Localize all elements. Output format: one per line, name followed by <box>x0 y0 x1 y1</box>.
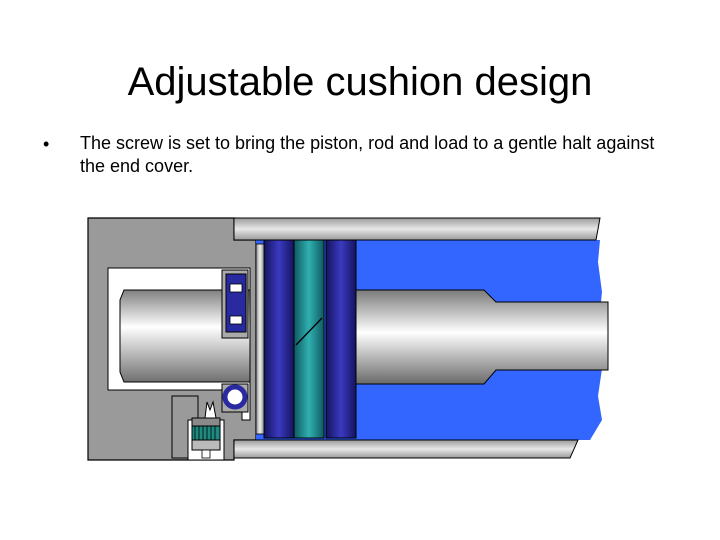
screw-thread <box>191 425 221 441</box>
cushion-diagram <box>87 217 609 461</box>
bullet-text: The screw is set to bring the piston, ro… <box>80 133 655 176</box>
piston-wear-band <box>293 239 325 439</box>
cylinder-tube-top <box>233 217 601 241</box>
screw-thread-lines <box>194 426 216 440</box>
piston-seal-right <box>325 239 357 439</box>
screw-head <box>191 417 221 427</box>
piston-split-line <box>295 317 323 346</box>
check-ring-seal <box>222 384 248 410</box>
screw-seat-slot <box>201 449 211 459</box>
cylinder-tube-bottom <box>233 439 579 459</box>
piston-seal-left <box>263 239 295 439</box>
cushion-seal-slot-2 <box>229 315 243 325</box>
cushion-boss <box>119 289 251 383</box>
screw-seat <box>191 439 221 451</box>
piston-rod <box>353 289 609 385</box>
cushion-seal-slot-1 <box>229 283 243 293</box>
slide-title: Adjustable cushion design <box>127 60 593 104</box>
retaining-plate <box>255 243 265 435</box>
bullet-symbol: • <box>43 134 50 154</box>
